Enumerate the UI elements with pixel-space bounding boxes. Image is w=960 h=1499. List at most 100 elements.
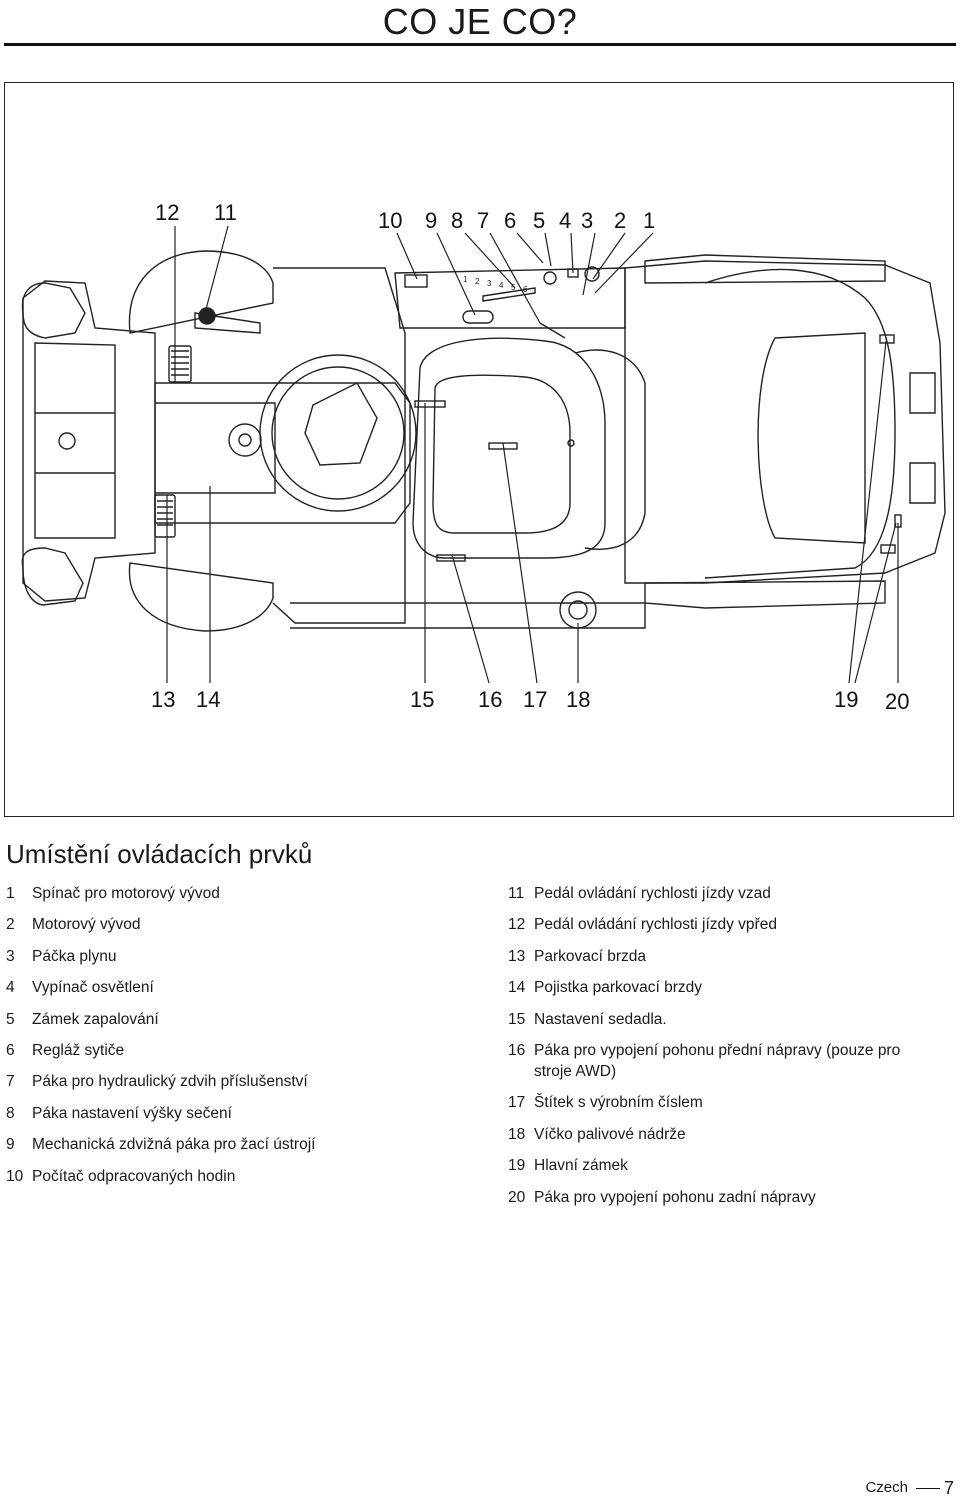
legend-number: 17 <box>508 1094 526 1112</box>
legend-item: 12 Pedál ovládání rychlosti jízdy vpřed <box>508 914 938 935</box>
legend-number: 5 <box>6 1010 15 1028</box>
legend-item: 16 Páka pro vypojení pohonu přední náprav… <box>508 1040 938 1082</box>
callout-13: 13 <box>151 687 175 712</box>
legend-text: Nastavení sedadla. <box>534 1010 667 1028</box>
legend-text: Páčka plynu <box>32 947 117 965</box>
legend-number: 8 <box>6 1104 15 1122</box>
legend-number: 4 <box>6 979 15 997</box>
callout-11: 11 <box>214 200 237 225</box>
legend-text: Hlavní zámek <box>534 1157 628 1175</box>
legend-number: 19 <box>508 1157 526 1175</box>
callouts-bottom: 13 14 15 16 17 18 19 20 <box>151 687 909 714</box>
legend-number: 13 <box>508 947 526 965</box>
legend-number: 14 <box>508 979 526 997</box>
callout-16: 16 <box>478 687 502 712</box>
legend-text: Páka pro hydraulický zdvih příslušenství <box>32 1073 308 1091</box>
legend-item: 7 Páka pro hydraulický zdvih příslušenstv… <box>6 1071 436 1092</box>
legend-number: 7 <box>6 1073 15 1091</box>
callout-4: 4 <box>559 208 571 233</box>
page-footer: Czech 7 <box>865 1478 954 1498</box>
callout-8: 8 <box>451 208 463 233</box>
legend-text: Spínač pro motorový vývod <box>32 885 220 902</box>
legend-item: 20 Páka pro vypojení pohonu zadní nápravy <box>508 1187 938 1208</box>
legend-number: 9 <box>6 1136 15 1154</box>
leader-lines <box>166 225 899 684</box>
svg-text:5: 5 <box>511 283 516 292</box>
callout-6: 6 <box>504 208 516 233</box>
callout-9: 9 <box>425 208 437 233</box>
svg-text:2: 2 <box>475 277 480 286</box>
callouts-top: 12 11 10 9 8 7 6 5 4 3 2 1 <box>155 200 655 233</box>
legend-number: 2 <box>6 916 15 934</box>
legend-text: Pedál ovládání rychlosti jízdy vpřed <box>534 916 777 934</box>
legend-item: 1 Spínač pro motorový vývod <box>6 883 436 904</box>
legend-text: Pedál ovládání rychlosti jízdy vzad <box>534 885 771 902</box>
legend-number: 18 <box>508 1125 526 1143</box>
legend-text: Motorový vývod <box>32 916 141 934</box>
legend-number: 6 <box>6 1041 15 1059</box>
legend-number: 12 <box>508 916 526 934</box>
tractor-diagram: 12 11 10 9 8 7 6 5 4 3 2 1 13 14 15 16 1… <box>21 200 946 714</box>
callout-7: 7 <box>477 208 489 233</box>
legend-text: Počítač odpracovaných hodin <box>32 1167 236 1185</box>
legend-item: 15 Nastavení sedadla. <box>508 1009 938 1030</box>
legend-text: Zámek zapalování <box>32 1010 159 1028</box>
callout-1: 1 <box>643 208 655 233</box>
legend-number: 15 <box>508 1010 526 1028</box>
legend-number: 3 <box>6 947 15 965</box>
legend-number: 1 <box>6 885 15 902</box>
legend-item: 5 Zámek zapalování <box>6 1009 436 1030</box>
legend-item: 6 Regláž sytiče <box>6 1040 436 1061</box>
callout-5: 5 <box>533 208 545 233</box>
tractor-illustration: 1 2 3 4 5 6 <box>21 250 946 632</box>
legend-text: Vypínač osvětlení <box>32 979 154 997</box>
legend-item: 11 Pedál ovládání rychlosti jízdy vzad <box>508 883 938 904</box>
legend-text: Mechanická zdvižná páka pro žací ústrojí <box>32 1136 316 1154</box>
legend-text: Štítek s výrobním číslem <box>534 1094 703 1112</box>
legend-text: Pojistka parkovací brzdy <box>534 979 702 997</box>
legend-number: 11 <box>508 885 525 902</box>
legend-item: 18 Víčko palivové nádrže <box>508 1124 938 1145</box>
callout-17: 17 <box>523 687 547 712</box>
page-title: CO JE CO? <box>382 1 578 42</box>
legend-number: 20 <box>508 1188 526 1206</box>
legend-left: 1 Spínač pro motorový vývod 2 Motorový vývo… <box>6 883 436 1197</box>
legend-item: 19 Hlavní zámek <box>508 1155 938 1176</box>
legend-number: 10 <box>6 1167 24 1185</box>
legend-item: 2 Motorový vývod <box>6 914 436 935</box>
callout-10: 10 <box>378 208 402 233</box>
page-number: 7 <box>943 1478 954 1498</box>
callout-15: 15 <box>410 687 434 712</box>
gear-marks: 1 2 3 4 5 6 <box>463 275 528 294</box>
legend-item: 4 Vypínač osvětlení <box>6 977 436 998</box>
tractor-diagram-frame: 12 11 10 9 8 7 6 5 4 3 2 1 13 14 15 16 1… <box>4 82 954 817</box>
legend-number: 16 <box>508 1041 526 1059</box>
legend-item: 14 Pojistka parkovací brzdy <box>508 977 938 998</box>
legend-text: Regláž sytiče <box>32 1041 125 1059</box>
callout-12: 12 <box>155 200 179 225</box>
legend-text: Páka pro vypojení pohonu zadní nápravy <box>534 1188 816 1206</box>
svg-text:4: 4 <box>499 281 504 290</box>
callout-3: 3 <box>581 208 593 233</box>
footer-language: Czech <box>865 1479 908 1496</box>
callout-14: 14 <box>196 687 220 712</box>
svg-text:3: 3 <box>487 279 492 288</box>
legend-item: 3 Páčka plynu <box>6 946 436 967</box>
footer-dash <box>915 1487 940 1489</box>
header-rule <box>4 43 956 46</box>
legend-text: Páka nastavení výšky sečení <box>32 1104 232 1122</box>
svg-text:1: 1 <box>463 275 468 284</box>
legend-text: Víčko palivové nádrže <box>534 1125 686 1143</box>
section-title: Umístění ovládacích prvků <box>6 839 313 869</box>
svg-text:6: 6 <box>523 285 528 294</box>
legend-item: 10 Počítač odpracovaných hodin <box>6 1166 436 1187</box>
legend-item: 13 Parkovací brzda <box>508 946 938 967</box>
callout-20: 20 <box>885 689 909 714</box>
legend-text: Páka pro vypojení pohonu přední nápravy … <box>534 1041 901 1080</box>
legend-item: 9 Mechanická zdvižná páka pro žací ústroj… <box>6 1134 436 1155</box>
callout-18: 18 <box>566 687 590 712</box>
legend-item: 8 Páka nastavení výšky sečení <box>6 1103 436 1124</box>
legend-item: 17 Štítek s výrobním číslem <box>508 1092 938 1113</box>
legend-text: Parkovací brzda <box>534 947 646 965</box>
